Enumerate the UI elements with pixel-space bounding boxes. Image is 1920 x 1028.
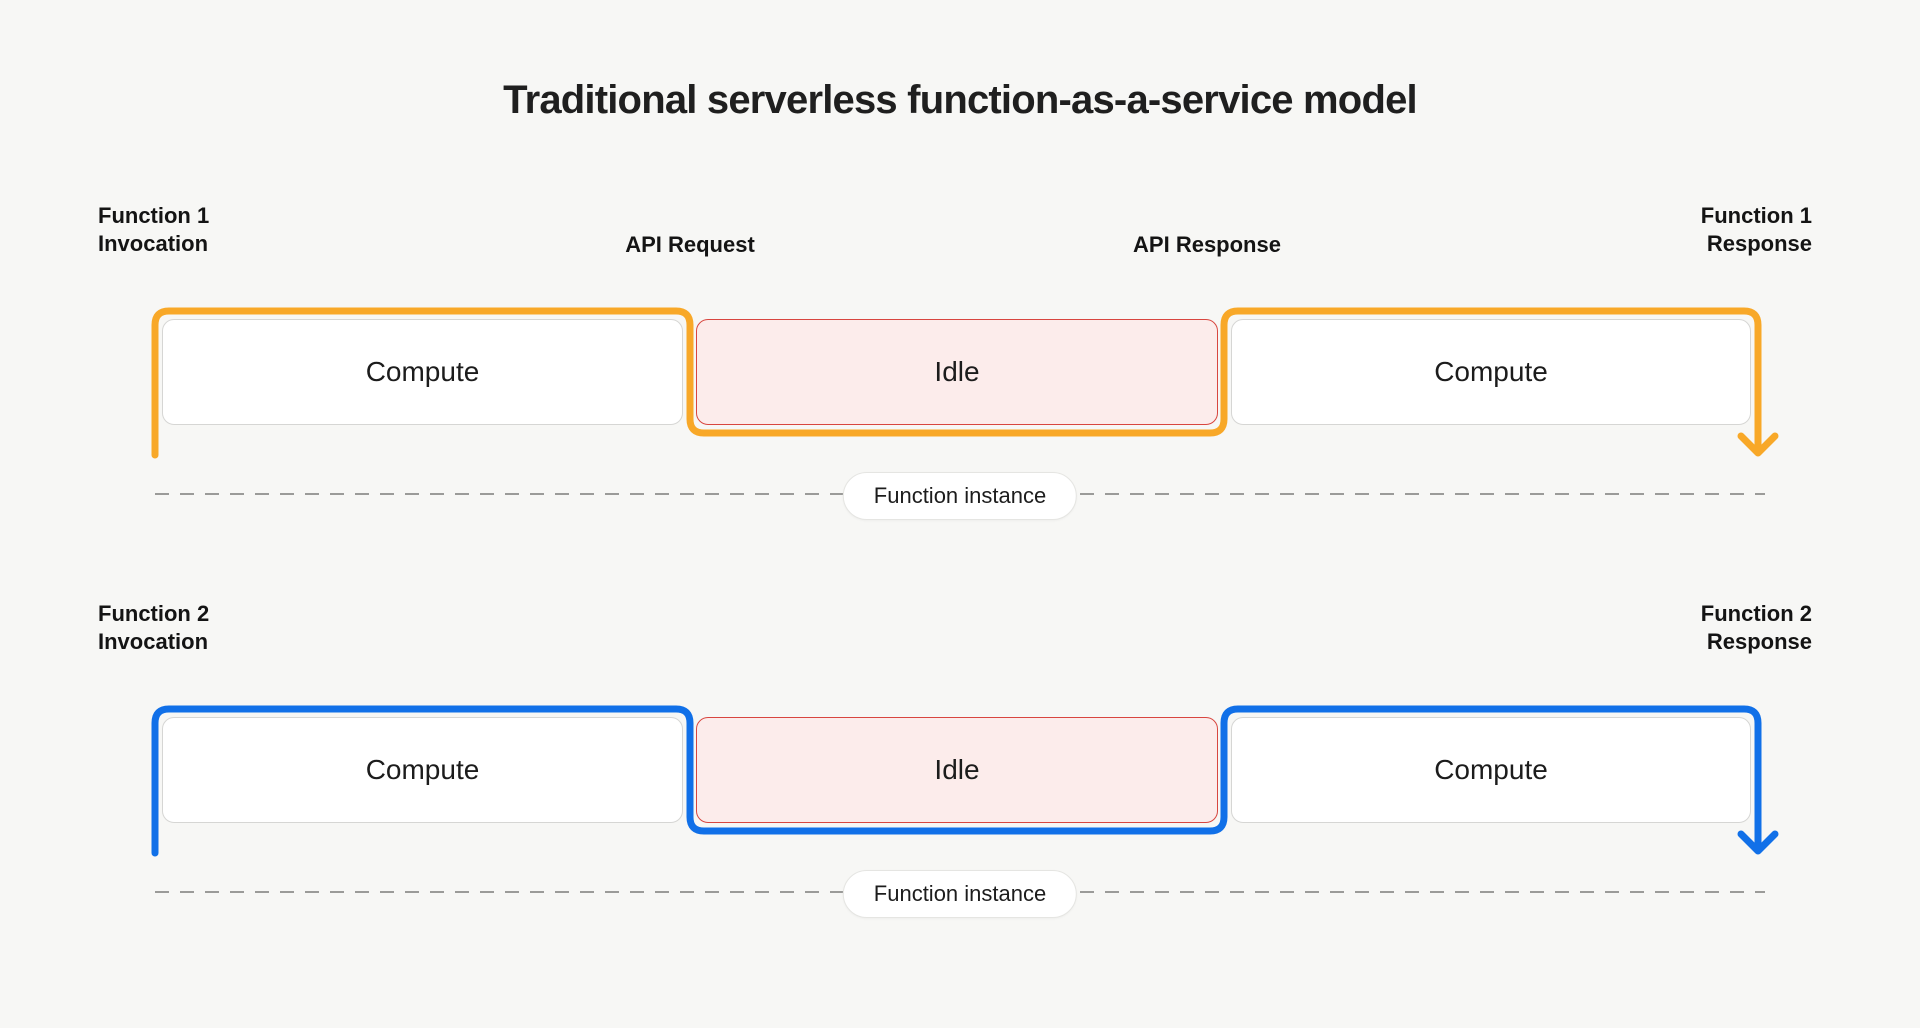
compute-box-label: Compute	[365, 754, 480, 785]
label-line-2: Response	[1706, 231, 1812, 256]
idle-box-label: Idle	[934, 754, 980, 785]
function-1-lane: Function 1 Invocation API Request API Re…	[0, 196, 1920, 526]
compute-box: Compute	[1231, 717, 1751, 823]
function-2-invocation-label: Function 2 Invocation	[98, 600, 209, 656]
compute-box-label: Compute	[1434, 356, 1548, 387]
label-line-1: Function 1	[98, 203, 210, 228]
flow-path	[151, 705, 1779, 857]
function-1-invocation-label: Function 1 Invocation	[98, 202, 209, 258]
compute-box: Compute	[162, 319, 683, 425]
function-instance-pill: Function instance	[842, 870, 1078, 918]
label-line-1: Function 2	[98, 601, 210, 626]
compute-box-label: Compute	[1434, 754, 1548, 785]
compute-box-label: Compute	[365, 356, 480, 387]
function-2-flow-arrow	[151, 705, 1779, 857]
flow-path	[151, 307, 1779, 459]
api-response-label: API Response	[1133, 232, 1281, 257]
api-request-label: API Request	[625, 232, 755, 257]
compute-box: Compute	[162, 717, 683, 823]
compute-box: Compute	[1231, 319, 1751, 425]
label-line-1: Function 2	[1700, 601, 1812, 626]
idle-box: Idle	[696, 319, 1218, 425]
diagram-title: Traditional serverless function-as-a-ser…	[503, 78, 1418, 122]
function-2-lane: Function 2 Invocation Function 2 Respons…	[0, 594, 1920, 924]
function-1-response-label: Function 1 Response	[1701, 202, 1812, 258]
label-line-2: Response	[1706, 629, 1812, 654]
function-instance-pill: Function instance	[842, 472, 1078, 520]
function-2-response-label: Function 2 Response	[1701, 600, 1812, 656]
function-1-flow-arrow	[151, 307, 1779, 459]
label-line-1: Function 1	[1700, 203, 1812, 228]
label-line-2: Invocation	[98, 629, 209, 654]
idle-box-label: Idle	[934, 356, 980, 387]
label-line-2: Invocation	[98, 231, 209, 256]
idle-box: Idle	[696, 717, 1218, 823]
